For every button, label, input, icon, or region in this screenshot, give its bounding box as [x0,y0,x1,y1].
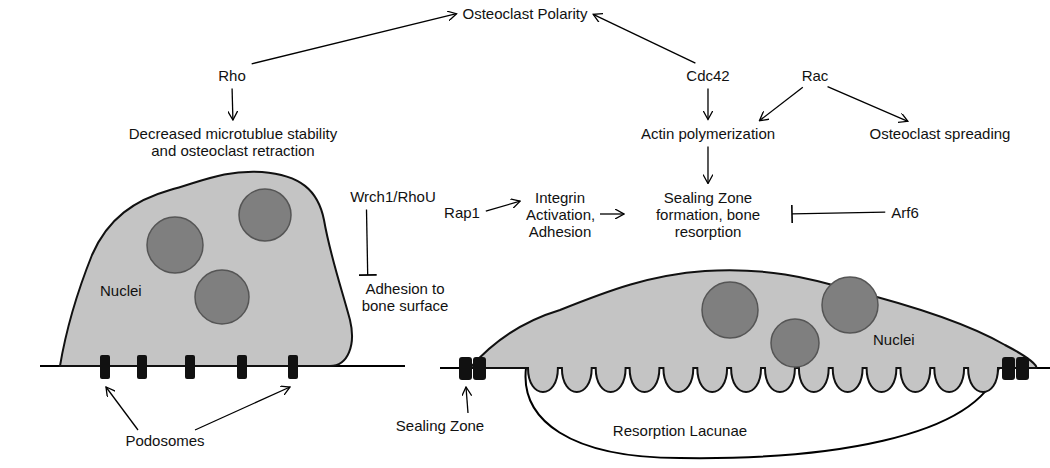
inhibition-line [366,209,367,275]
nucleus [147,217,203,273]
cell-outline [60,172,352,366]
leader-arrow [106,387,138,430]
cell-outline [470,270,1036,392]
signal-node: Decreased microtublue stability and oste… [121,123,346,161]
node-text: Actin polymerization [641,125,775,142]
node-text: Sealing Zone formation, bone resorption [630,189,786,240]
activation-arrow [707,89,708,120]
cell-shape [440,250,1050,410]
activation-arrow [486,201,520,211]
sealing-zone-block [473,357,486,380]
signal-node: Sealing Zone formation, bone resorption [627,187,789,242]
node-text: Arf6 [891,204,919,221]
leader-arrow [466,387,468,413]
node-text: Integrin Activation, Adhesion [526,189,594,240]
signal-node: Cdc42 [683,65,732,86]
nucleus [239,189,291,241]
activation-arrow [231,88,233,120]
podosome [237,355,247,379]
node-text: Rac [802,67,829,84]
activation-arrow [759,87,802,120]
signal-node: Rac [799,65,832,86]
nucleus [702,282,758,338]
part-label: Resorption Lacunae [613,422,747,439]
podosome [137,355,147,379]
signal-node: Arf6 [888,202,922,223]
osteoclast-cell: Nuclei [440,250,1050,410]
node-text: Osteoclast Polarity [462,5,587,22]
node-text: Adhesion to bone surface [359,280,451,314]
signal-node: Rho [215,65,249,86]
node-text: Decreased microtublue stability and oste… [124,125,343,159]
signal-node: Actin polymerization [638,123,778,144]
sealing-zone-block [459,357,472,380]
activation-arrow [828,87,908,122]
podosome [288,355,298,379]
nucleus [771,319,819,367]
activation-arrow [252,14,457,64]
signal-node: Osteoclast Polarity [459,3,590,24]
nucleus [195,270,249,324]
signal-node: Wrch1/RhoU [347,186,439,207]
nucleus [822,277,878,333]
node-text: Rap1 [444,204,480,221]
signal-node: Adhesion to bone surface [356,278,454,316]
osteoclast-cell: Nuclei [40,150,370,375]
activation-arrow [707,147,708,184]
part-label: Podosomes [125,432,204,449]
inhibition-line [792,212,885,214]
nucleus-label: Nuclei [100,282,142,299]
podosome [100,355,110,379]
signal-node: Rap1 [441,202,483,223]
signal-node: Osteoclast spreading [867,123,1014,144]
sealing-zone-block [1002,357,1015,380]
leader-arrow [195,387,290,430]
node-text: Cdc42 [686,67,729,84]
podosome [185,355,195,379]
activation-arrow [600,213,624,214]
cell-shape [40,150,370,375]
signal-node: Integrin Activation, Adhesion [523,187,597,242]
sealing-zone-block [1016,357,1029,380]
nucleus-label: Nuclei [873,331,915,348]
activation-arrow [593,14,695,63]
part-label: Sealing Zone [396,417,484,434]
node-text: Rho [218,67,246,84]
node-text: Wrch1/RhoU [350,188,436,205]
node-text: Osteoclast spreading [870,125,1011,142]
